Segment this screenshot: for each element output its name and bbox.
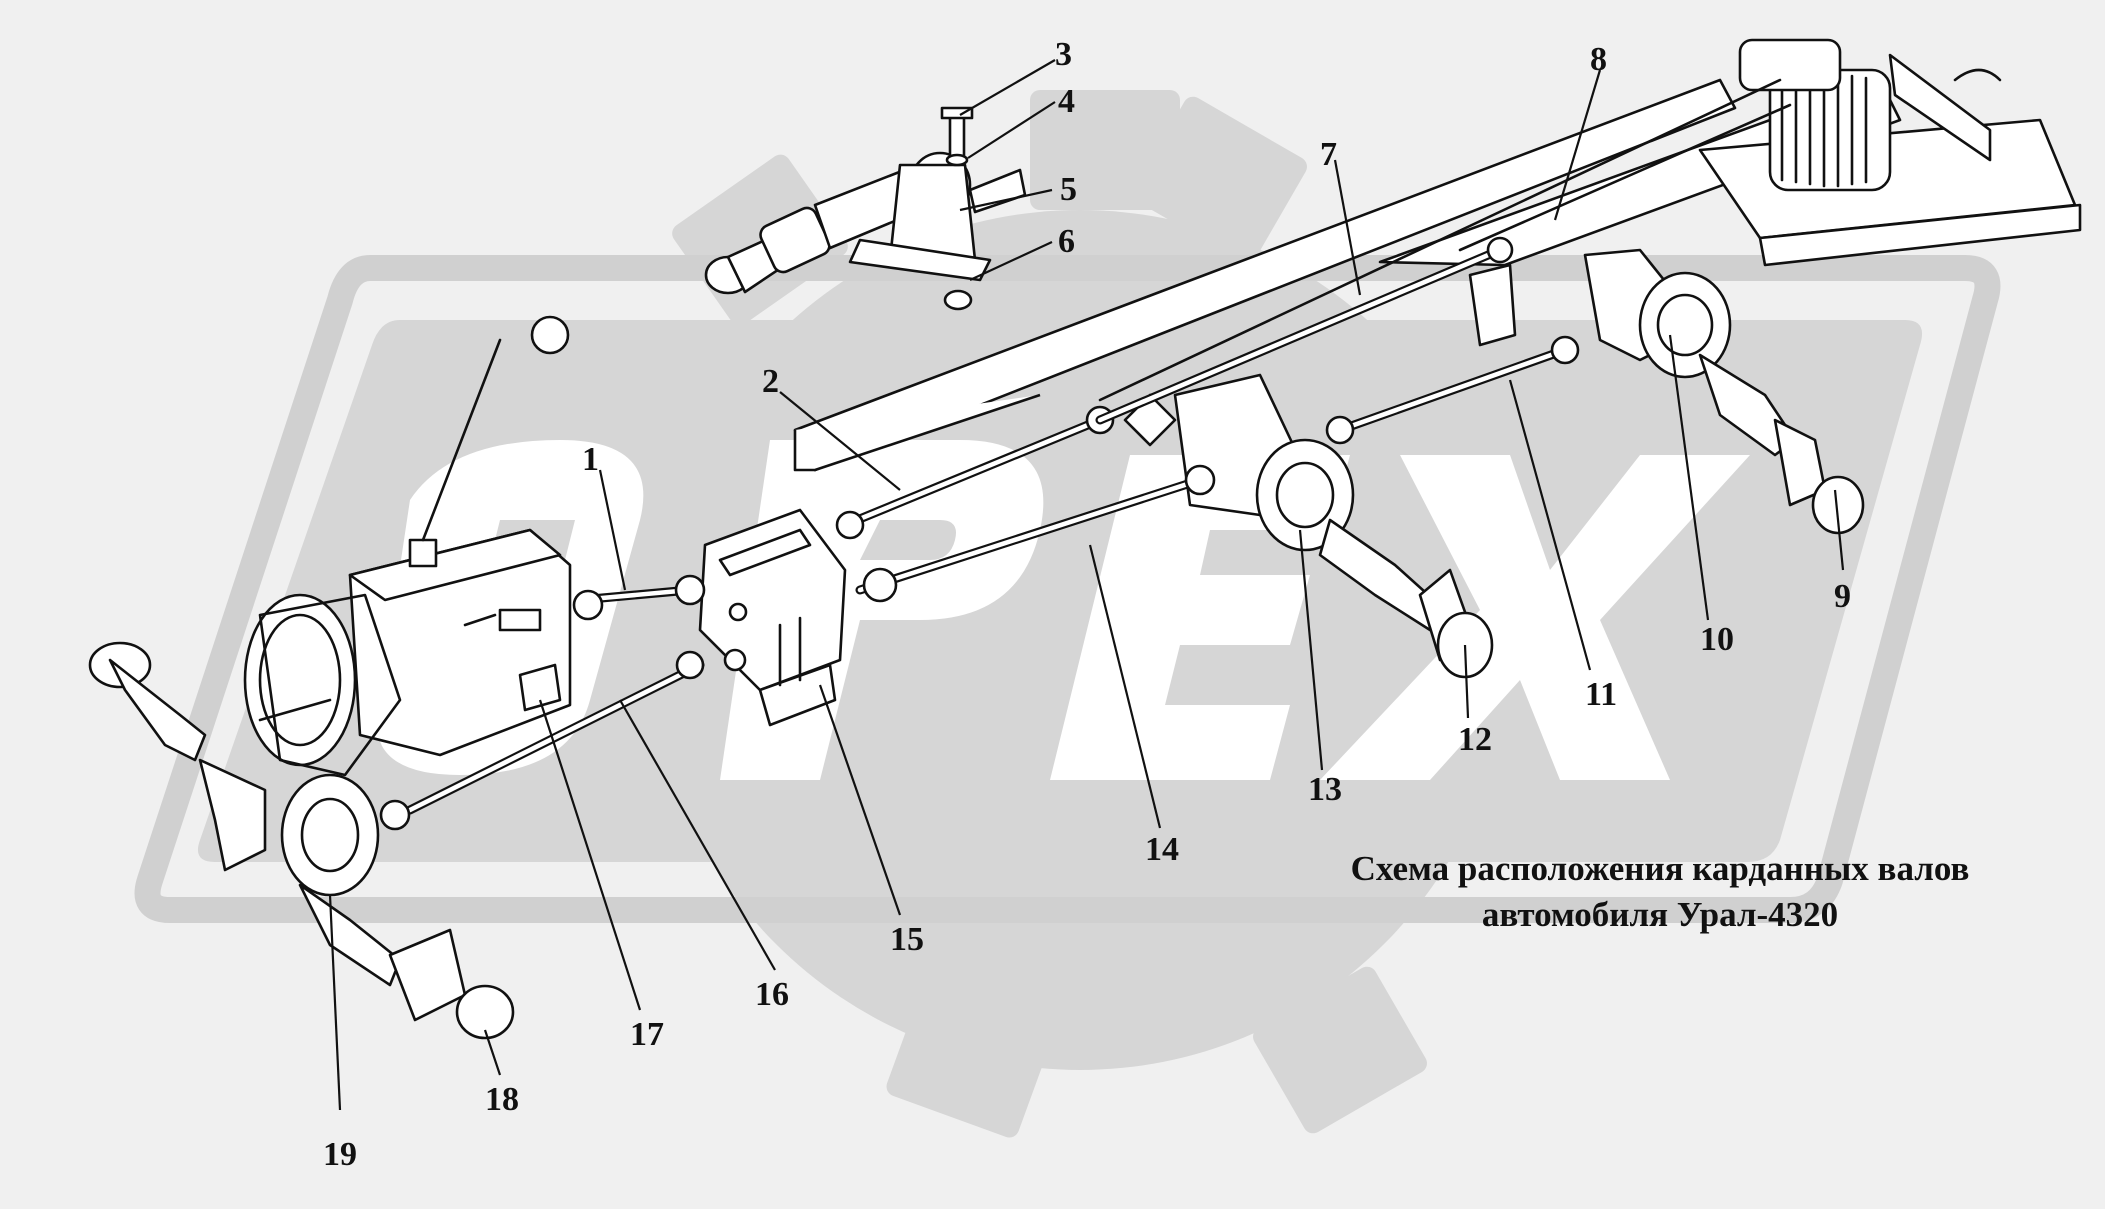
callout-16: 16 <box>755 976 789 1013</box>
callout-15: 15 <box>890 921 924 958</box>
middle-axle <box>1123 373 1494 679</box>
intermediate-support <box>704 106 1027 311</box>
callout-13: 13 <box>1308 771 1342 808</box>
transfer-case <box>698 508 847 727</box>
callout-17: 17 <box>630 1016 664 1053</box>
callout-6: 6 <box>1058 223 1075 260</box>
callout-11: 11 <box>1585 676 1617 713</box>
callout-12: 12 <box>1458 721 1492 758</box>
frame-rear-beam <box>1758 203 2082 267</box>
callout-3: 3 <box>1055 36 1072 73</box>
caption-line-2: автомобиля Урал-4320 <box>1481 895 1839 934</box>
callout-2: 2 <box>762 363 779 400</box>
frame-rail-lower <box>793 393 1041 472</box>
callout-labels: 1 2 3 4 5 6 7 8 9 10 11 12 13 14 15 16 1… <box>323 36 1851 1173</box>
leader-lines <box>328 59 1845 1111</box>
callout-19: 19 <box>323 1136 357 1173</box>
caption-line-1: Схема расположения карданных валов <box>1350 849 1970 888</box>
drive-shafts <box>379 78 1792 831</box>
callout-5: 5 <box>1060 171 1077 208</box>
callout-10: 10 <box>1700 621 1734 658</box>
callout-14: 14 <box>1145 831 1179 868</box>
front-axle <box>88 641 515 1040</box>
callout-8: 8 <box>1590 41 1607 78</box>
diagram-caption: Схема расположения карданных валов автом… <box>1270 846 2050 938</box>
watermark-frame <box>134 255 2001 923</box>
callout-1: 1 <box>582 441 599 478</box>
gearbox <box>243 315 572 777</box>
callout-9: 9 <box>1834 578 1851 615</box>
frame-crossmember <box>1468 263 1517 347</box>
callout-7: 7 <box>1320 136 1337 173</box>
callout-4: 4 <box>1058 83 1075 120</box>
winch-assembly <box>1738 38 2002 192</box>
callout-18: 18 <box>485 1081 519 1118</box>
